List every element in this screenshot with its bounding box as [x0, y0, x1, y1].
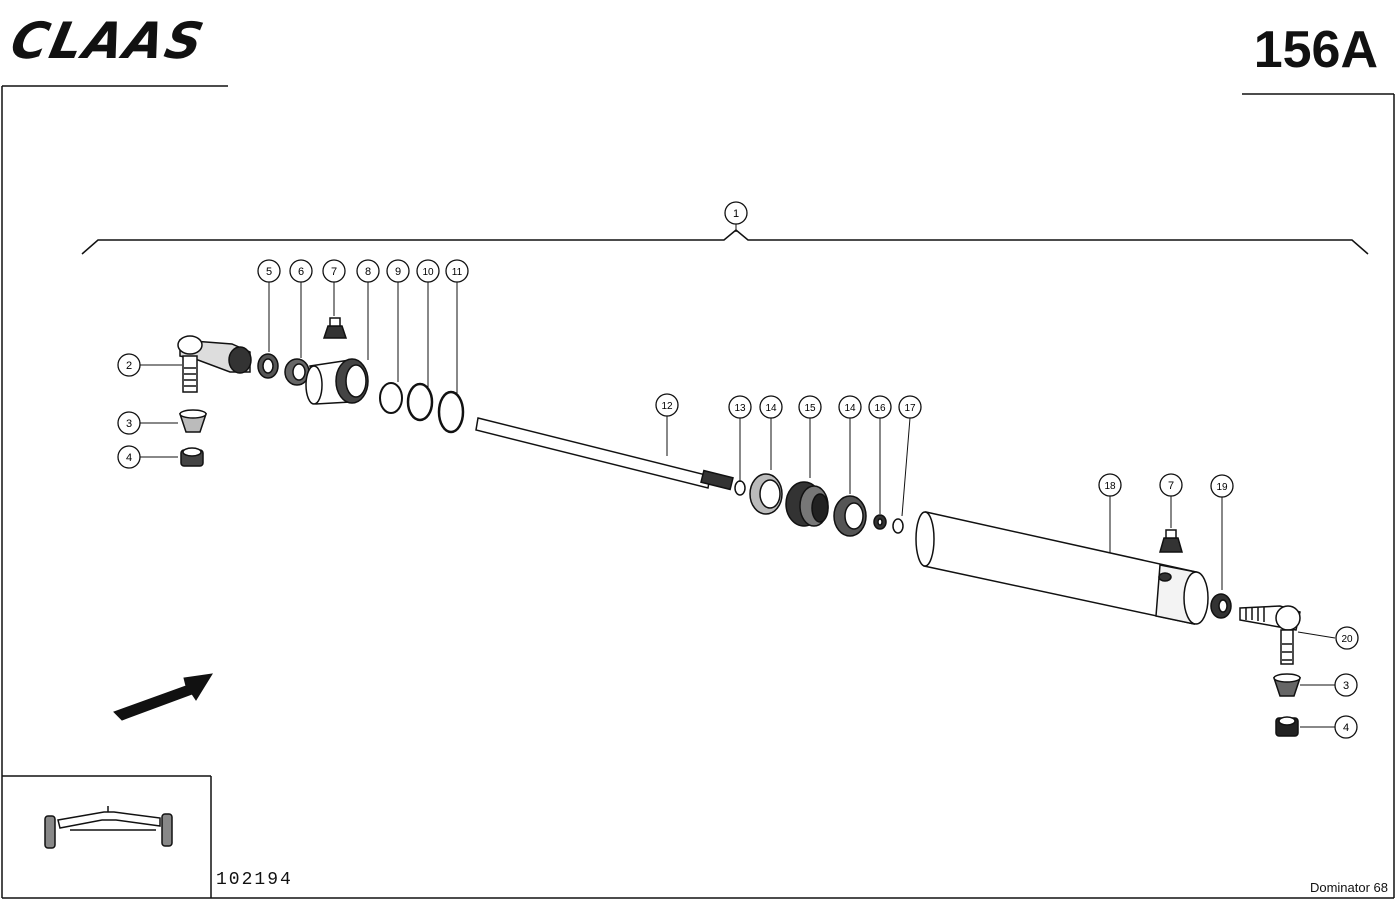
callout-circle [1335, 626, 1359, 650]
cylinder-head-8 [305, 358, 369, 405]
callout-circle [117, 353, 141, 377]
callout-circle [728, 395, 752, 419]
travel-direction-arrow-icon [113, 673, 213, 721]
callout-circle [386, 259, 410, 283]
nut-left [180, 447, 204, 467]
callout-number: 1 [733, 208, 739, 220]
seal-6 [284, 358, 310, 386]
callout-number: 3 [1343, 680, 1349, 692]
callout-circle [117, 445, 141, 469]
callout-number: 15 [804, 403, 816, 414]
callout-circle [416, 259, 440, 283]
callout-number: 3 [126, 418, 132, 430]
piston-rod-12 [475, 417, 734, 491]
callout-number: 19 [1216, 482, 1228, 493]
callout-number: 17 [904, 403, 916, 414]
model-name: Dominator 68 [1309, 880, 1388, 895]
callout-circle [838, 395, 862, 419]
callout-circle [1098, 473, 1122, 497]
assembly-bracket [81, 229, 1369, 255]
o-ring-10 [406, 382, 434, 422]
callout-number: 16 [874, 403, 886, 414]
callout-number: 8 [365, 266, 371, 278]
callout-circle [898, 395, 922, 419]
callout-circle [322, 259, 346, 283]
callout-number: 12 [661, 401, 673, 412]
callout-number: 6 [298, 266, 304, 278]
callout-number: 14 [765, 403, 777, 414]
drawing-number: 102194 [216, 870, 293, 890]
callout-circle [759, 395, 783, 419]
page-number: 156A [1253, 21, 1378, 79]
callout-circle [1334, 715, 1358, 739]
bushing-5 [257, 353, 279, 379]
nut-16 [873, 514, 887, 530]
callout-number: 9 [395, 266, 401, 278]
piston-15 [785, 481, 829, 527]
tie-rod-end-right [1239, 605, 1301, 665]
callout-circle [1159, 473, 1183, 497]
callout-circle [356, 259, 380, 283]
cylinder-tube-18 [915, 511, 1209, 625]
callout-circle [868, 395, 892, 419]
callout-circle [798, 395, 822, 419]
page-frame [1, 85, 1395, 899]
callout-circle [1210, 474, 1234, 498]
o-ring-11 [437, 390, 465, 434]
grease-nipple-right [1159, 529, 1183, 553]
snap-ring-9 [379, 382, 403, 414]
leader-lines [140, 224, 1336, 728]
washer-17 [892, 518, 904, 534]
boot-right [1272, 673, 1302, 697]
callout-circle [117, 411, 141, 435]
callout-circle [655, 393, 679, 417]
callout-number: 14 [844, 403, 856, 414]
callout-circle [1334, 673, 1358, 697]
callout-number: 4 [126, 452, 132, 464]
guide-ring-14a [749, 473, 783, 515]
callout-number: 11 [452, 267, 463, 278]
callout-number: 7 [331, 266, 337, 278]
callout-number: 13 [734, 403, 746, 414]
callout-circle [724, 201, 748, 225]
callout-circle [257, 259, 281, 283]
axle-inset-sketch [44, 806, 173, 849]
grease-nipple-left [322, 317, 348, 339]
callout-number: 10 [422, 267, 434, 278]
boot-left [178, 409, 208, 433]
nut-19 [1210, 593, 1232, 619]
callout-number: 5 [266, 266, 272, 278]
tie-rod-end-left [177, 335, 252, 393]
callout-number: 2 [126, 360, 132, 372]
callout-circle [445, 259, 469, 283]
o-ring-13 [734, 480, 746, 496]
callout-number: 20 [1341, 634, 1353, 645]
guide-ring-14b [833, 495, 867, 537]
nut-right [1275, 716, 1299, 737]
callout-number: 4 [1343, 722, 1349, 734]
callout-number: 7 [1168, 480, 1174, 492]
callout-number: 18 [1104, 481, 1116, 492]
callout-circle [289, 259, 313, 283]
